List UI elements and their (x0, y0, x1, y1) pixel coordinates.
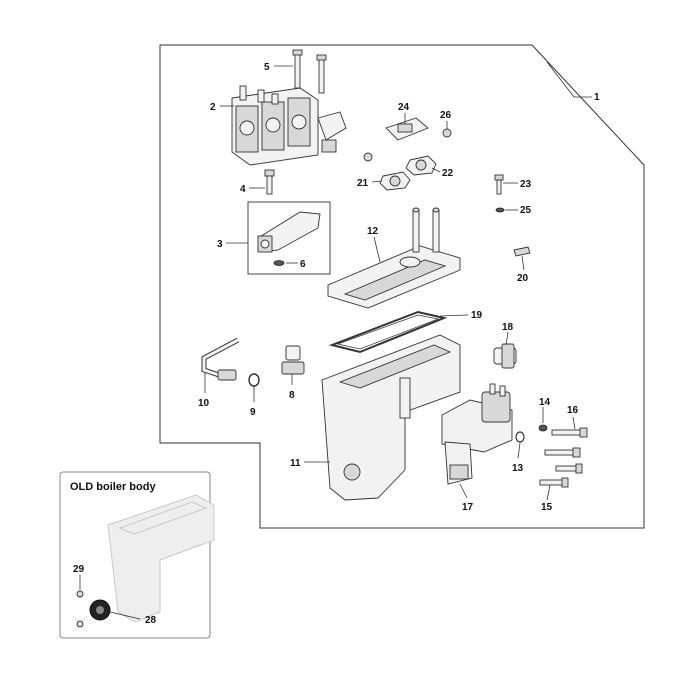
callout-26: 26 (440, 110, 452, 121)
part-11-boiler-body (321, 334, 461, 501)
part-9-o-ring (248, 373, 260, 387)
old-boiler-body-illustration (76, 494, 215, 628)
callout-3: 3 (217, 239, 223, 250)
part-15-screws (539, 463, 583, 488)
leader-lines (79, 61, 592, 620)
callout-6: 6 (300, 259, 306, 270)
part-29-screw (76, 590, 84, 598)
part-22-thermostat (405, 155, 437, 176)
part-10-bent-tube (201, 337, 240, 381)
callout-15: 15 (541, 502, 553, 513)
callout-14: 14 (539, 397, 551, 408)
part-26-nut (442, 128, 452, 138)
part-4-screw (264, 169, 275, 195)
old-boiler-body-inset-frame (59, 471, 211, 639)
assembly-boundary-outline (159, 44, 645, 529)
callout-29: 29 (73, 564, 85, 575)
callout-13: 13 (512, 463, 524, 474)
part-23-screw (494, 174, 504, 195)
part-12-heater-plate (327, 207, 461, 309)
part-17-pump (441, 383, 513, 485)
callout-20: 20 (517, 273, 529, 284)
callout-24: 24 (398, 102, 410, 113)
callout-18: 18 (502, 322, 514, 333)
part-19-gasket (328, 310, 448, 354)
part-small-screw (363, 152, 373, 162)
part-14-nut (538, 424, 548, 432)
part-2-solenoid-valve-block (231, 85, 347, 166)
part-5-screws (292, 49, 327, 94)
part-25-washer (495, 207, 505, 213)
callout-19: 19 (471, 310, 483, 321)
part-3-detail-box (247, 201, 331, 275)
callout-labels: 1 2 3 4 5 6 8 9 10 11 12 13 14 15 16 17 … (73, 62, 600, 626)
callout-21: 21 (357, 178, 369, 189)
part-21-thermostat (379, 171, 411, 191)
part-24-bracket (385, 117, 429, 141)
part-13-washer (515, 431, 525, 443)
callout-8: 8 (289, 390, 295, 401)
callout-17: 17 (462, 502, 474, 513)
callout-16: 16 (567, 405, 579, 416)
callout-28: 28 (145, 615, 157, 626)
part-20-clip (513, 246, 531, 257)
callout-12: 12 (367, 226, 379, 237)
part-16-screws (544, 427, 588, 458)
callout-22: 22 (442, 168, 454, 179)
callout-10: 10 (198, 398, 210, 409)
part-18-fitting (493, 343, 517, 369)
callout-9: 9 (250, 407, 256, 418)
callout-1: 1 (594, 92, 600, 103)
part-3-lever-bracket (257, 211, 321, 253)
part-6-washer (273, 260, 285, 266)
inset-title: OLD boiler body (70, 481, 156, 493)
callout-5: 5 (264, 62, 270, 73)
callout-4: 4 (240, 184, 246, 195)
callout-11: 11 (290, 458, 301, 469)
callout-2: 2 (210, 102, 216, 113)
callout-23: 23 (520, 179, 532, 190)
part-8-elbow-fitting (281, 345, 305, 375)
callout-25: 25 (520, 205, 532, 216)
